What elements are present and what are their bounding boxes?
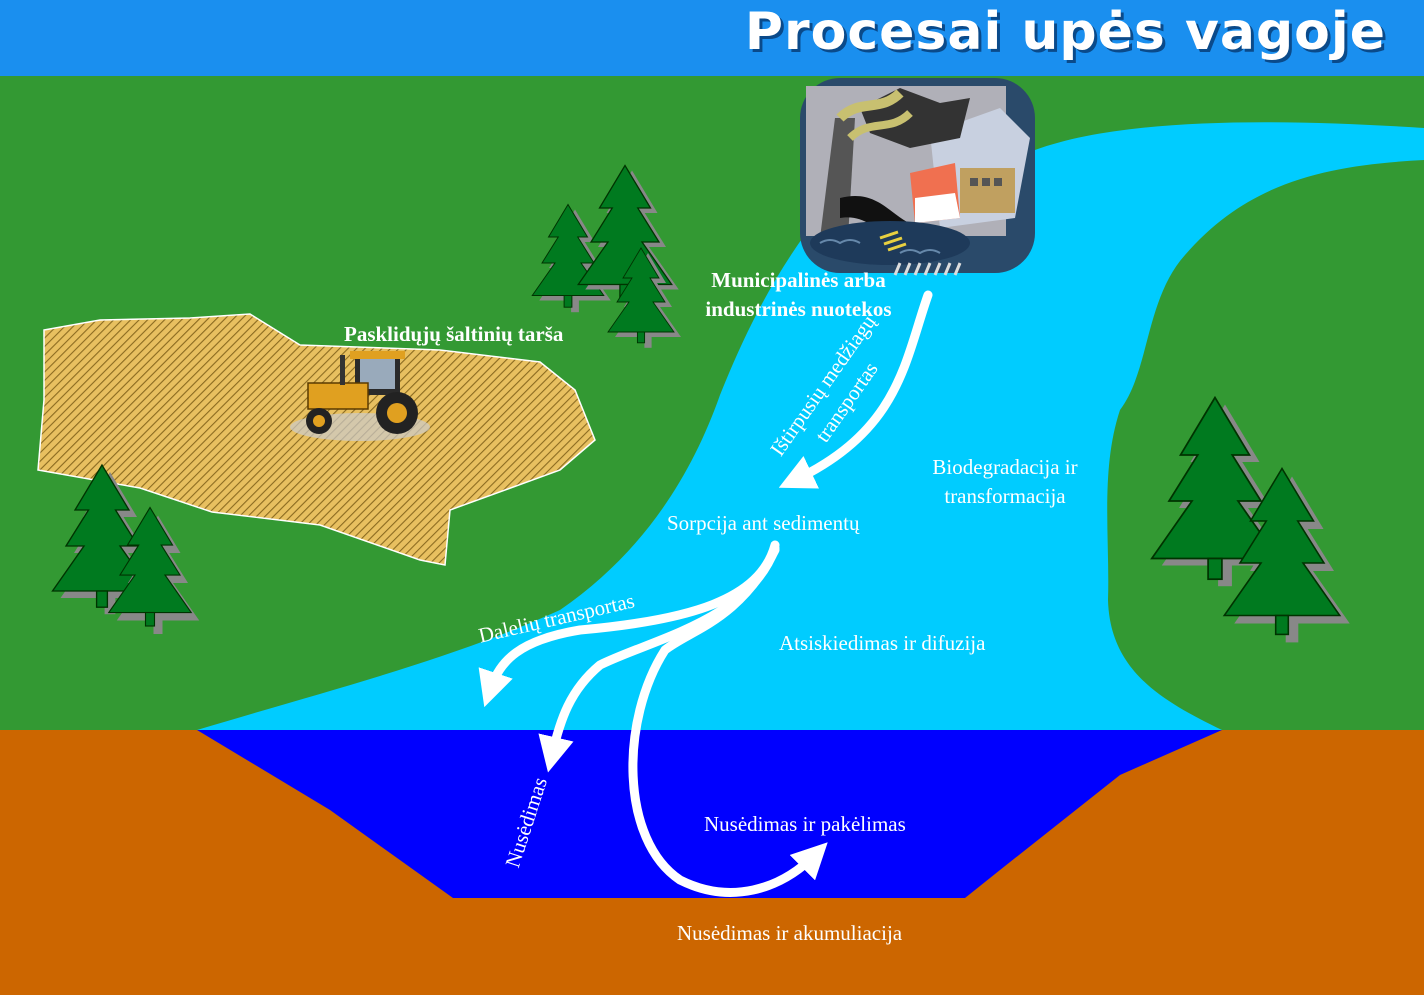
label-sorption: Sorpcija ant sedimentų [667, 511, 860, 535]
header-bar: Procesai upės vagoje [0, 0, 1424, 76]
label-biodegradation-line2: transformacija [944, 484, 1066, 508]
tractor-icon [290, 351, 430, 441]
resuspension-arrow [628, 545, 828, 897]
dissolved-transport-arrow [778, 290, 933, 489]
label-dilution: Atsiskiedimas ir difuzija [779, 631, 986, 655]
page-title: Procesai upės vagoje [744, 2, 1386, 62]
label-settling-resuspension: Nusėdimas ir pakėlimas [704, 812, 906, 836]
arrows [478, 290, 933, 897]
riverbed [197, 730, 1222, 898]
label-diffuse-pollution: Pasklidųjų šaltinių tarša [344, 322, 564, 346]
label-biodegradation: Biodegradacija ir transformacija [905, 453, 1105, 511]
label-effluent-line2: industrinės nuotekos [705, 297, 892, 321]
label-effluent: Municipalinės arba industrinės nuotekos [686, 266, 911, 324]
river [197, 122, 1424, 730]
tree-icon [1150, 396, 1350, 643]
label-biodegradation-line1: Biodegradacija ir [932, 455, 1078, 479]
factory-icon [800, 78, 1035, 276]
label-effluent-line1: Municipalinės arba [711, 268, 886, 292]
label-settling-accumulation: Nusėdimas ir akumuliacija [677, 921, 903, 945]
field [37, 313, 596, 566]
